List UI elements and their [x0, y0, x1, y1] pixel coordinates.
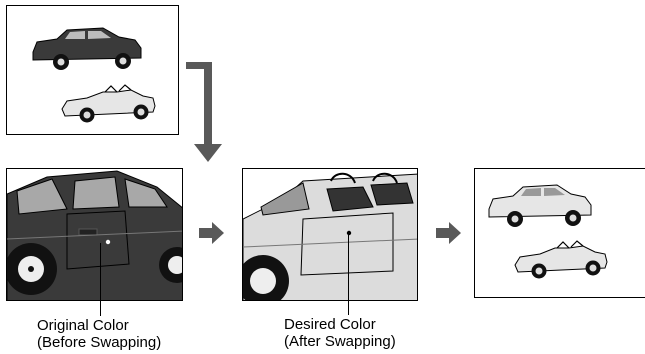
light-convertible-icon	[61, 84, 156, 123]
light-convertible-icon	[514, 240, 608, 279]
down-arrow-icon	[186, 62, 222, 162]
dark-sedan-icon	[32, 27, 142, 70]
result-photo-panel	[474, 168, 645, 298]
original-caption-line1: Original Color	[37, 317, 129, 334]
source-photo-panel	[6, 5, 179, 135]
right-arrow-icon	[436, 222, 461, 244]
desired-caption-line1: Desired Color	[284, 316, 376, 333]
original-leader-line	[100, 243, 101, 316]
desired-caption-line2: (After Swapping)	[284, 333, 396, 350]
desired-closeup-panel	[242, 168, 418, 301]
light-sedan-icon	[488, 184, 592, 227]
desired-color-caption: Desired Color (After Swapping)	[284, 316, 454, 350]
right-arrow-icon	[199, 222, 224, 244]
desired-leader-line	[348, 233, 349, 315]
original-caption-line2: (Before Swapping)	[37, 334, 162, 351]
original-closeup-panel	[6, 168, 183, 301]
original-color-caption: Original Color (Before Swapping)	[37, 317, 207, 351]
